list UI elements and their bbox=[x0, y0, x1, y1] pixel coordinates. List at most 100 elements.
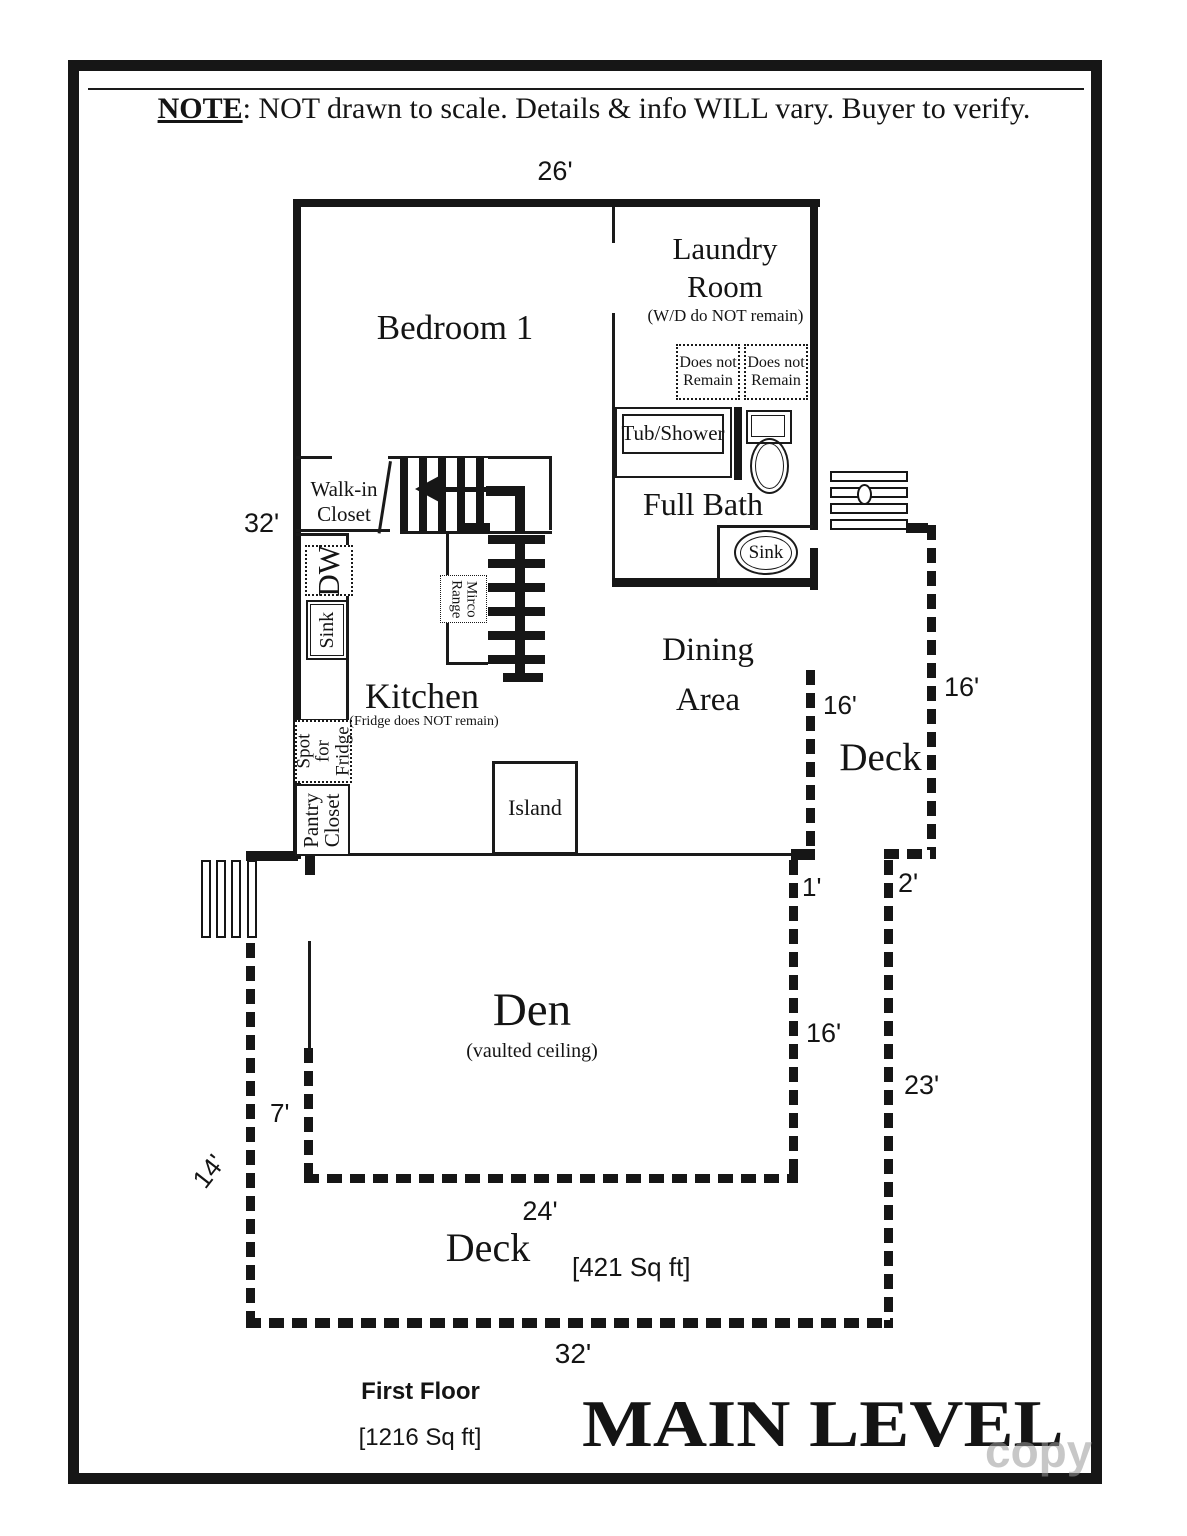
stairs-arrow-line bbox=[434, 487, 506, 492]
dim-deck-outer-16: 16' bbox=[944, 672, 980, 702]
walkin-closet-label-line1: Walk-in bbox=[310, 477, 378, 501]
kitchen-label: Kitchen bbox=[365, 676, 479, 716]
dim-left-32: 32' bbox=[244, 508, 280, 538]
vanity-top bbox=[717, 525, 813, 528]
fridge-spot-line1: Spot for bbox=[293, 734, 334, 769]
disclaimer-note: NOTE: NOT drawn to scale. Details & info… bbox=[100, 92, 1088, 126]
laundry-note: (W/D do NOT remain) bbox=[647, 306, 804, 325]
main-level-title: MAIN LEVEL bbox=[582, 1387, 1064, 1461]
wall-tub-right bbox=[734, 407, 742, 480]
deck-steps-knob-icon bbox=[857, 484, 872, 505]
deck-bottom-area: [421 Sq ft] bbox=[572, 1252, 691, 1282]
dim-den-bottom-24: 24' bbox=[522, 1196, 558, 1226]
tub-shower-label-box: Tub/Shower bbox=[621, 414, 725, 454]
dnr1-line1: Does not bbox=[679, 354, 737, 372]
dim-deck-right-23: 23' bbox=[904, 1070, 940, 1100]
laundry-appliance-box-2: Does not Remain bbox=[744, 344, 808, 400]
toilet-bowl-inner bbox=[755, 443, 784, 489]
den-label: Den bbox=[492, 984, 572, 1036]
laundry-label-line1: Laundry bbox=[672, 231, 778, 266]
deck-wall-right-upper bbox=[927, 525, 936, 850]
walkin-closet-label-line2: Closet bbox=[317, 502, 371, 526]
page-border-outer bbox=[68, 60, 1102, 1484]
first-floor-label: First Floor bbox=[361, 1378, 480, 1405]
disclaimer-note-label: NOTE bbox=[157, 92, 243, 125]
dnr1-line2: Remain bbox=[683, 372, 733, 389]
kitchen-sink-label: Sink bbox=[315, 611, 338, 649]
wall-stairs-right bbox=[549, 456, 552, 530]
stairs-lower-cap bbox=[503, 673, 543, 682]
stairs-lower-rail bbox=[515, 535, 525, 680]
deck-jog-1ft bbox=[791, 849, 815, 860]
deck-wall-right-lower bbox=[884, 860, 893, 1328]
wall-right-upper bbox=[810, 199, 818, 530]
deck-steps-left-tread bbox=[216, 860, 226, 938]
dishwasher-box: DW bbox=[305, 545, 353, 596]
deck-steps-right-tread bbox=[830, 519, 908, 530]
wall-stairs-top bbox=[388, 456, 552, 459]
page-border-inner-line bbox=[88, 88, 1084, 90]
dim-top-26: 26' bbox=[537, 156, 573, 186]
watermark: copy bbox=[985, 1425, 1093, 1477]
laundry-appliance-box-1: Does not Remain bbox=[676, 344, 740, 400]
dining-label-line2: Area bbox=[675, 682, 741, 718]
wall-closet-top bbox=[296, 456, 332, 459]
door-stub-kitchen bbox=[305, 853, 315, 875]
den-wall-bottom bbox=[304, 1174, 798, 1183]
wall-laundry-divider bbox=[612, 313, 615, 583]
tub-shower-label: Tub/Shower bbox=[621, 421, 725, 446]
deck-wall-dining-inner bbox=[806, 670, 815, 856]
wall-left-foot bbox=[246, 851, 298, 861]
dishwasher-label: DW bbox=[311, 544, 347, 597]
deck-stairs-connector bbox=[906, 523, 928, 533]
disclaimer-note-text: : NOT drawn to scale. Details & info WIL… bbox=[242, 92, 1031, 125]
wall-bath-bottom bbox=[612, 578, 818, 587]
pantry-line2: Closet bbox=[320, 793, 345, 847]
den-wall-right bbox=[789, 860, 798, 1183]
stairs-rail-h2 bbox=[460, 523, 490, 533]
vanity-left bbox=[717, 525, 720, 583]
laundry-label-line2: Room bbox=[687, 269, 763, 304]
dnr2-line1: Does not bbox=[747, 354, 805, 372]
dim-deck-bottom-32: 32' bbox=[554, 1338, 592, 1369]
dim-jog-1: 1' bbox=[802, 872, 822, 902]
dim-deck-inner-16: 16' bbox=[823, 690, 857, 720]
stairs-upper-run bbox=[400, 458, 488, 531]
bath-sink-label: Sink bbox=[748, 541, 784, 563]
deck-wall-bottom bbox=[246, 1318, 893, 1328]
deck-wall-left bbox=[246, 943, 255, 1328]
deck-steps-left-tread bbox=[247, 860, 257, 938]
toilet-tank-inner bbox=[751, 415, 785, 437]
micro-range-box: Mirco Range bbox=[440, 575, 487, 623]
dnr2-line2: Remain bbox=[751, 372, 801, 389]
stairs-arrow-head-icon bbox=[415, 475, 441, 503]
kitchen-sink-box: Sink bbox=[306, 600, 348, 660]
bath-sink: Sink bbox=[734, 530, 798, 575]
kitchen-note: (Fridge does NOT remain) bbox=[349, 714, 499, 729]
deck-steps-right-tread bbox=[830, 471, 908, 482]
wall-right-lower bbox=[810, 548, 818, 590]
bath-sink-inner: Sink bbox=[740, 535, 792, 570]
kitchen-island: Island bbox=[492, 761, 578, 855]
micro-range-line2: Range bbox=[448, 579, 465, 619]
toilet-bowl bbox=[750, 438, 789, 494]
full-bath-label: Full Bath bbox=[642, 486, 763, 522]
dim-jog-2: 2' bbox=[898, 868, 919, 898]
first-floor-area: [1216 Sq ft] bbox=[358, 1424, 482, 1451]
bedroom1-label: Bedroom 1 bbox=[376, 308, 534, 347]
dim-den-left-7: 7' bbox=[270, 1098, 290, 1128]
micro-range-line1: Mirco bbox=[463, 580, 480, 618]
deck-steps-right-tread bbox=[830, 503, 908, 514]
stairs-rail-v bbox=[515, 486, 525, 533]
island-label: Island bbox=[508, 794, 562, 820]
wall-laundry-divider-top bbox=[612, 207, 615, 243]
deck-right-label: Deck bbox=[839, 736, 922, 779]
deck-jog-2ft bbox=[884, 849, 936, 859]
fridge-spot-line2: Fridge bbox=[332, 726, 354, 777]
kitchen-sink-inner: Sink bbox=[310, 604, 344, 656]
tub-shower: Tub/Shower bbox=[615, 407, 732, 478]
counter-range-bottom bbox=[446, 662, 491, 665]
dining-label-line1: Dining bbox=[662, 632, 754, 668]
den-wall-left bbox=[304, 1048, 313, 1183]
